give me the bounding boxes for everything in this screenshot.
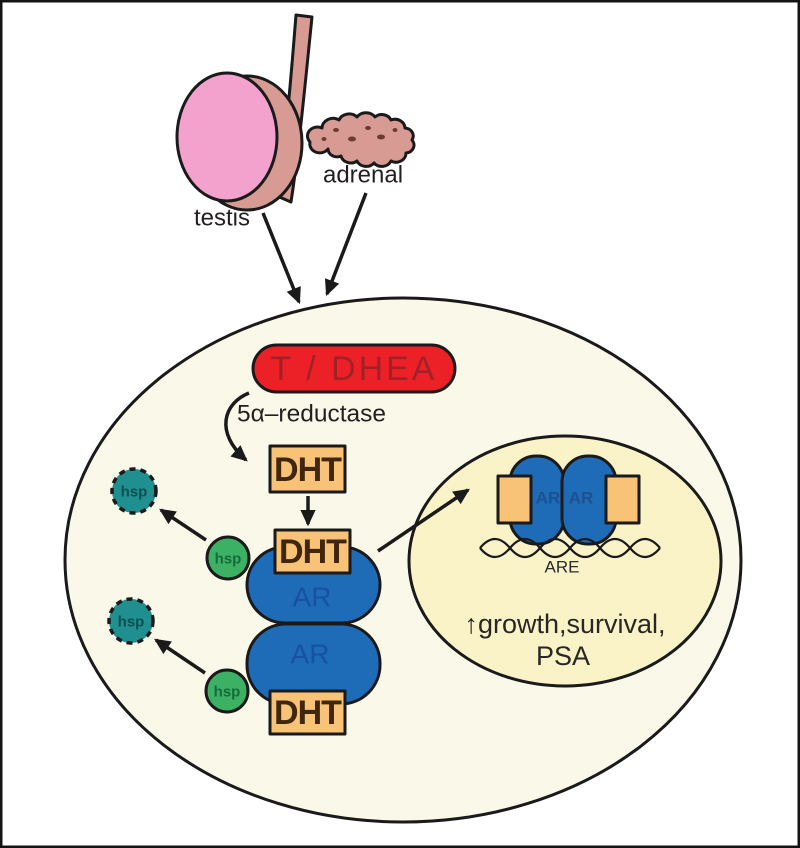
hsp-released-bottom [107,597,155,645]
testis-secretion-arrow [261,212,301,305]
nucleus [407,434,723,688]
adrenal-shape [305,111,416,168]
dht-box-bound-top [273,528,352,575]
adrenal-secretion-arrow [324,192,368,297]
are-label: ARE [545,558,580,577]
hsp-released-bottom-label: hsp [118,614,145,631]
ar-dimer-left-label: AR [536,489,561,508]
dht-free-label: DHT [274,451,342,489]
hsp-released-top-label: hsp [121,484,148,501]
hsp-circle-bottom [204,668,250,714]
t-dhea-label: T / DHEA [271,350,438,388]
ar-bottom-label: AR [291,639,330,670]
ar-dimer-right-label: AR [569,489,594,508]
hsp-bottom-label: hsp [214,684,241,701]
outcome-line2: PSA [536,641,590,671]
testis-shape [175,71,279,203]
dht-dimer-left [496,474,533,525]
nuclear-translocation-arrow [377,488,470,553]
testis-label: testis [194,205,250,232]
hsp-release-arrow-bottom [154,638,206,675]
adrenal-label: adrenal [323,162,403,189]
dht-box-bound-bottom [268,689,347,736]
dna-strand-2 [479,537,661,559]
hsp-released-top [110,467,158,515]
dht-bound-bottom-label: DHT [274,694,342,732]
dht-dimer-right [604,474,641,525]
ar-top-label: AR [293,582,332,613]
dht-bound-top-label: DHT [279,533,347,571]
outcome-line1: ↑growth,survival, [464,609,665,639]
hsp-circle-top [205,535,251,581]
hsp-top-label: hsp [215,551,242,568]
reductase-label: 5α–reductase [237,401,386,428]
adrenal-texture-dots [321,126,398,142]
hsp-release-arrow-top [159,508,207,542]
reductase-conversion-arrow [224,391,250,462]
dht-box-free [268,444,347,494]
t-dhea-pill [251,343,457,394]
